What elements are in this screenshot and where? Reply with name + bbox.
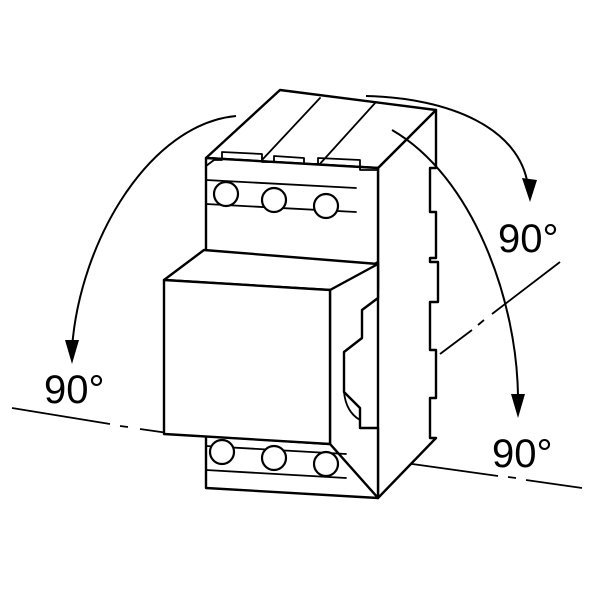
right-upper-rotation-arrow: [365, 95, 529, 187]
diagonal-axis-dash: [477, 319, 485, 326]
right-upper-angle-label: 90°: [498, 217, 559, 261]
horizontal-axis-dash: [119, 425, 129, 428]
top-cap-divider: [317, 101, 377, 167]
right-lower-rotation-arrow: [391, 129, 519, 401]
diagonal-axis-line: [491, 261, 561, 315]
horizontal-axis-line: [397, 461, 499, 477]
horizontal-axis-line: [525, 479, 583, 489]
left-arrow-head-icon: [65, 340, 79, 364]
terminals: [208, 180, 340, 478]
terminal-screw-top-2: [260, 186, 288, 214]
terminal-screw-top-1: [212, 180, 240, 208]
left-rotation-arrow: [71, 115, 237, 349]
terminal-screw-bottom-2: [260, 444, 288, 472]
device-front-cover: [162, 278, 332, 446]
device-body: [162, 88, 440, 500]
rotation-arrows: [65, 95, 537, 418]
terminal-screw-bottom-1: [208, 438, 236, 466]
right-upper-arrow-head-icon: [522, 178, 537, 202]
horizontal-axis-dash: [507, 476, 517, 479]
top-cap-divider: [261, 97, 321, 161]
top-edge-slots: [205, 151, 379, 171]
side-step-curve: [343, 391, 361, 421]
left-angle-label: 90°: [44, 368, 105, 412]
horizontal-axis-line: [11, 407, 111, 425]
reference-axes: [11, 261, 583, 489]
right-lower-angle-label: 90°: [492, 432, 553, 476]
terminal-row-top-line: [205, 179, 357, 189]
diagonal-axis-line: [439, 329, 473, 355]
terminal-screw-top-3: [312, 192, 340, 220]
device-side-panel: [376, 108, 440, 500]
right-lower-arrow-head-icon: [511, 394, 525, 418]
terminal-screw-bottom-3: [312, 450, 340, 478]
